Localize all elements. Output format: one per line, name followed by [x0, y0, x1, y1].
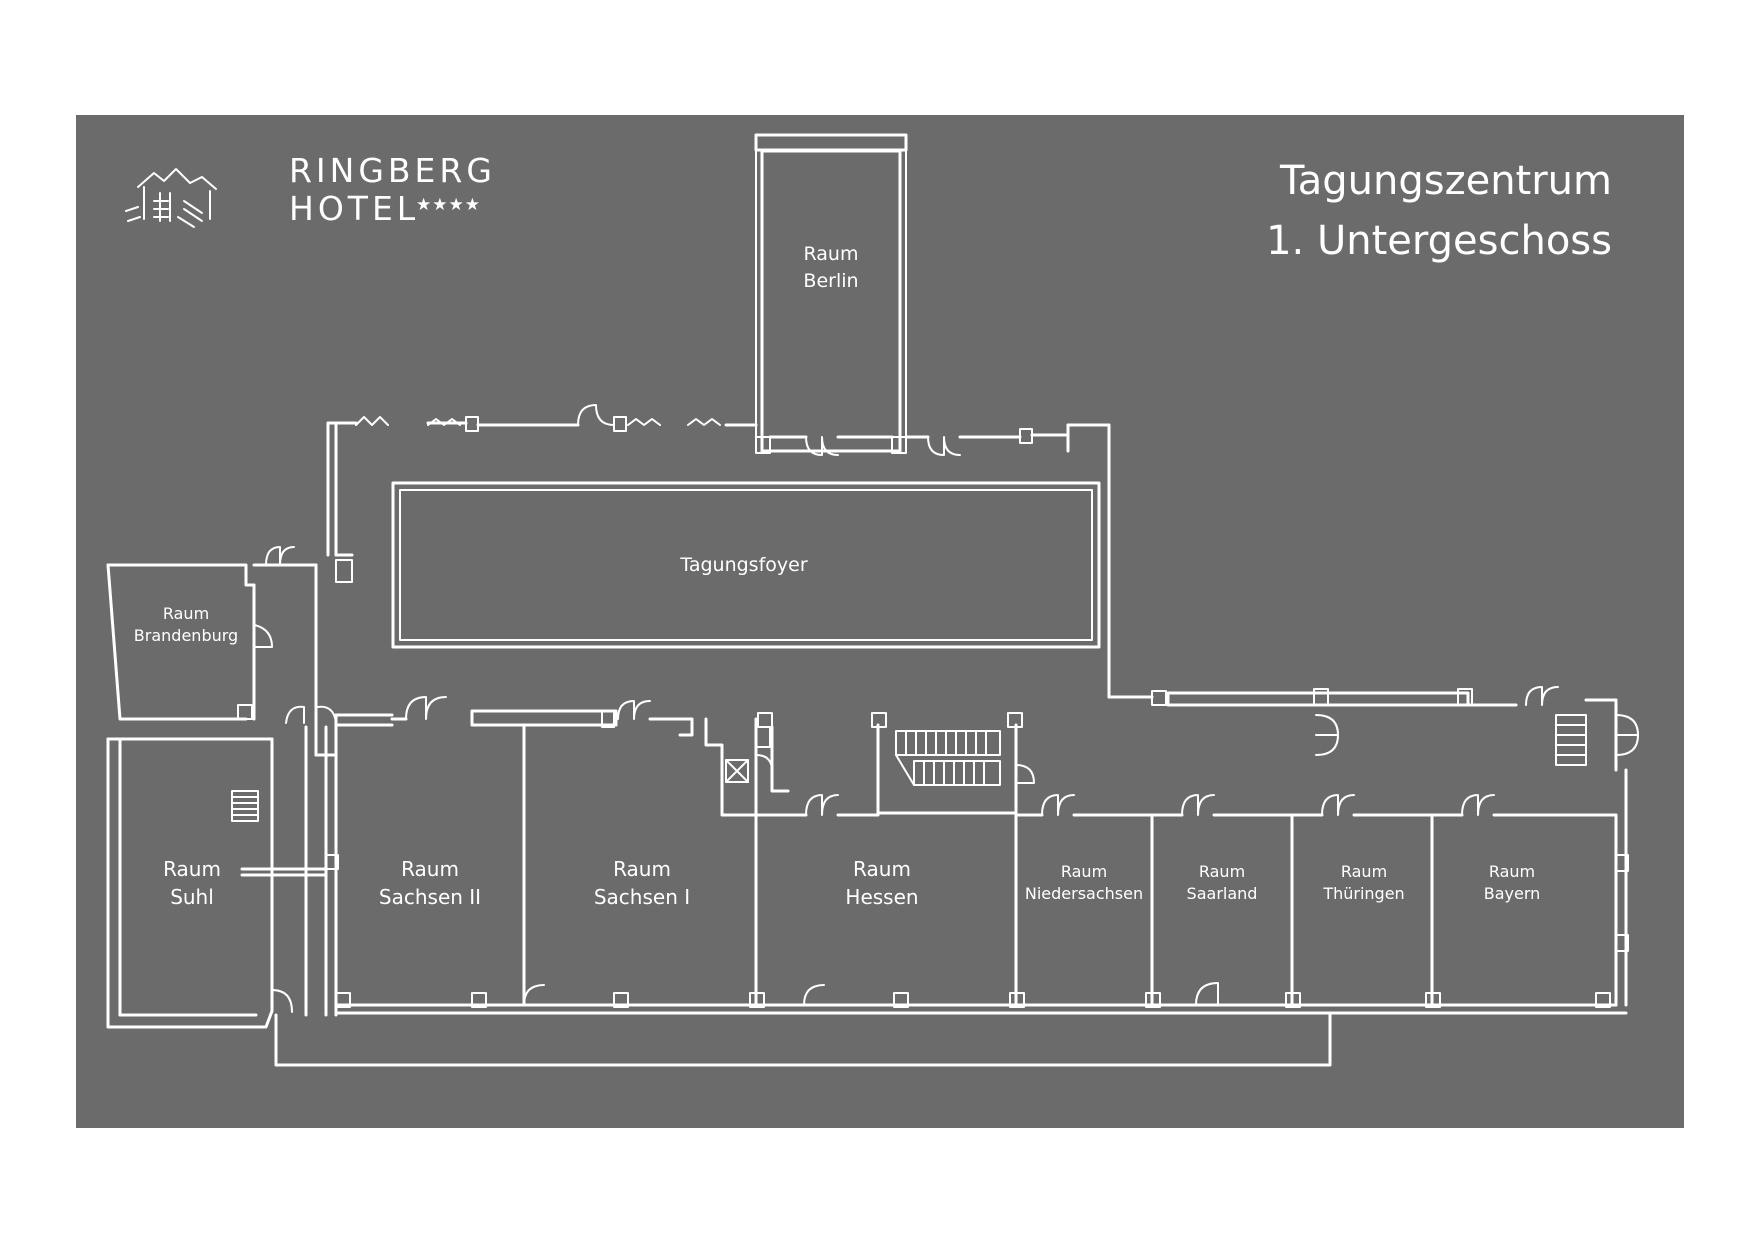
room-label-foyer: Tagungsfoyer [680, 552, 807, 579]
room-label-suhl-line2: Suhl [170, 885, 214, 909]
room-label-niedersachsen: Raum Niedersachsen [1025, 861, 1143, 906]
room-label-saarland-line2: Saarland [1186, 884, 1258, 904]
plan-title-line2: 1. Untergeschoss [1266, 218, 1612, 264]
room-label-hessen: Raum Hessen [845, 855, 918, 911]
brand-name-line1: RINGBERG [289, 151, 496, 190]
room-label-sachsen-2-line1: Raum [401, 857, 459, 881]
room-label-brandenburg: Raum Brandenburg [134, 603, 238, 648]
room-label-sachsen-2-line2: Sachsen II [378, 885, 482, 909]
wing-berlin-walls [754, 133, 908, 454]
foyer-outline [391, 481, 1101, 649]
room-brandenburg-walls [106, 546, 338, 757]
room-label-brandenburg-line1: Raum [162, 604, 210, 623]
room-label-niedersachsen-line1: Raum [1060, 862, 1108, 881]
room-label-suhl-line1: Raum [163, 857, 221, 881]
room-label-hessen-line2: Hessen [845, 885, 919, 909]
north-facade [326, 404, 1111, 456]
room-label-berlin-line2: Berlin [803, 269, 859, 292]
west-corridor [326, 421, 354, 583]
room-label-thueringen-line2: Thüringen [1323, 884, 1405, 904]
room-label-bayern-line1: Raum [1488, 862, 1536, 881]
room-label-sachsen-1-line1: Raum [613, 857, 671, 881]
east-connector [1107, 423, 1138, 699]
room-label-berlin: Raum Berlin [803, 241, 858, 294]
room-suhl-walls [106, 705, 338, 1029]
room-label-hessen-line1: Raum [853, 857, 911, 881]
room-label-bayern-line2: Bayern [1483, 884, 1541, 904]
room-label-thueringen-line1: Raum [1340, 862, 1388, 881]
room-label-sachsen-1: Raum Sachsen I [594, 855, 690, 911]
suhl-stairs [231, 790, 259, 822]
plan-title-line1: Tagungszentrum [1279, 158, 1612, 204]
room-label-brandenburg-line2: Brandenburg [133, 626, 239, 646]
plan-title: Tagungszentrum 1. Untergeschoss [1266, 151, 1612, 271]
floor-plan-drawing [106, 133, 1639, 1067]
hotel-logo: RINGBERG HOTEL ★★★★ [124, 151, 492, 231]
room-label-saarland: Raum Saarland [1187, 861, 1258, 906]
main-stairs [895, 730, 1001, 786]
room-label-berlin-line1: Raum [803, 243, 859, 265]
star-rating: ★★★★ [416, 195, 481, 215]
floor-plan-panel: RINGBERG HOTEL ★★★★ Tagungszentrum 1. Un… [76, 115, 1684, 1128]
south-building-walls [274, 686, 1639, 1067]
room-label-foyer-text: Tagungsfoyer [680, 554, 808, 576]
room-label-saarland-line1: Raum [1198, 862, 1246, 881]
room-label-bayern: Raum Bayern [1484, 861, 1541, 906]
room-label-suhl: Raum Suhl [163, 855, 221, 911]
room-label-sachsen-1-line2: Sachsen I [593, 885, 691, 909]
room-label-sachsen-2: Raum Sachsen II [379, 855, 481, 911]
room-label-niedersachsen-line2: Niedersachsen [1024, 884, 1144, 904]
hotel-mountain-icon [125, 168, 217, 228]
brand-name-line2: HOTEL [289, 189, 420, 228]
east-stairs [1555, 714, 1587, 766]
room-label-thueringen: Raum Thüringen [1323, 861, 1404, 906]
